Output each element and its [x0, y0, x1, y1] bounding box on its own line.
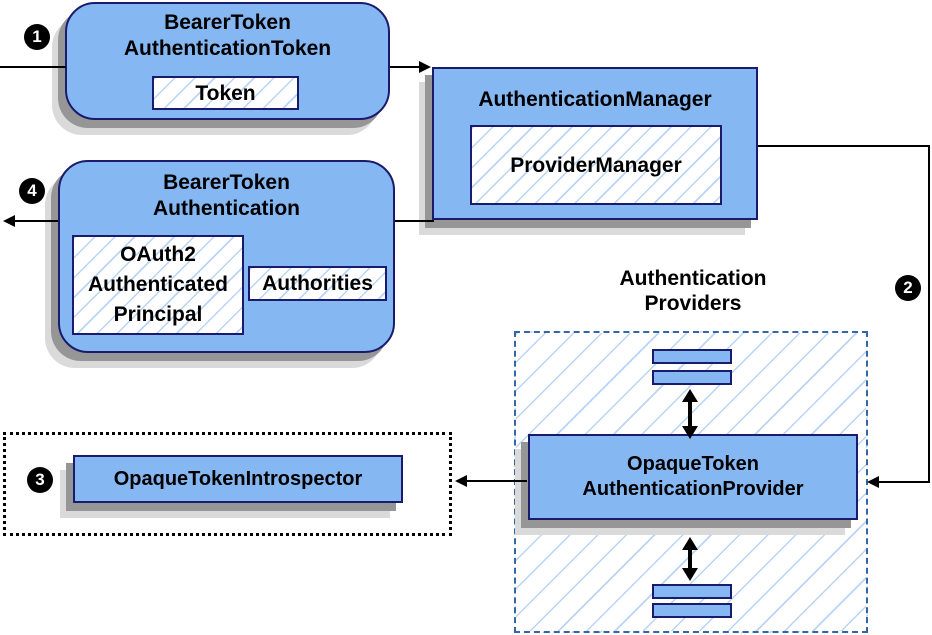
provider-stack-bar	[652, 349, 732, 364]
step4-arrowhead-icon	[3, 215, 15, 227]
authentication-manager-node: AuthenticationManager ProviderManager	[432, 67, 758, 220]
provider-manager-label: ProviderManager	[510, 153, 682, 177]
authorities-label: Authorities	[262, 272, 373, 295]
oauth2-authenticated-principal-box: OAuth2 Authenticated Principal	[72, 235, 244, 335]
step2-arrowhead-icon	[867, 476, 879, 488]
step-4-badge: 4	[19, 178, 45, 204]
introspector-container	[3, 432, 452, 536]
opaque-token-authentication-provider-title: OpaqueToken AuthenticationProvider	[582, 453, 804, 500]
bearer-token-authentication-token-node: BearerToken AuthenticationToken Token	[65, 2, 390, 120]
step3-arrowhead-icon	[455, 475, 467, 487]
authorities-box: Authorities	[248, 266, 387, 301]
provider-stack-bar	[652, 603, 732, 618]
authentication-manager-title: AuthenticationManager	[478, 88, 712, 111]
token-label: Token	[195, 81, 256, 105]
step-1-badge: 1	[24, 24, 50, 50]
step1-arrowhead-icon	[419, 61, 431, 73]
bearer-token-authentication-title: BearerToken Authentication	[153, 171, 300, 220]
token-box: Token	[152, 76, 299, 110]
step-2-badge: 2	[895, 275, 921, 301]
step-3-badge: 3	[27, 467, 53, 493]
provider-manager-box: ProviderManager	[470, 125, 722, 205]
opaque-token-introspector-node: OpaqueTokenIntrospector	[73, 455, 403, 503]
bearer-token-authentication-token-title: BearerToken AuthenticationToken	[123, 11, 332, 60]
authentication-providers-label: Authentication Providers	[619, 267, 767, 315]
opaque-token-introspector-label: OpaqueTokenIntrospector	[113, 467, 363, 490]
bearer-token-authentication-node: BearerToken Authentication OAuth2 Authen…	[58, 160, 395, 353]
provider-stack-bar	[652, 584, 732, 599]
opaque-token-authentication-provider-node: OpaqueToken AuthenticationProvider	[528, 434, 858, 520]
provider-stack-bar	[652, 370, 732, 385]
